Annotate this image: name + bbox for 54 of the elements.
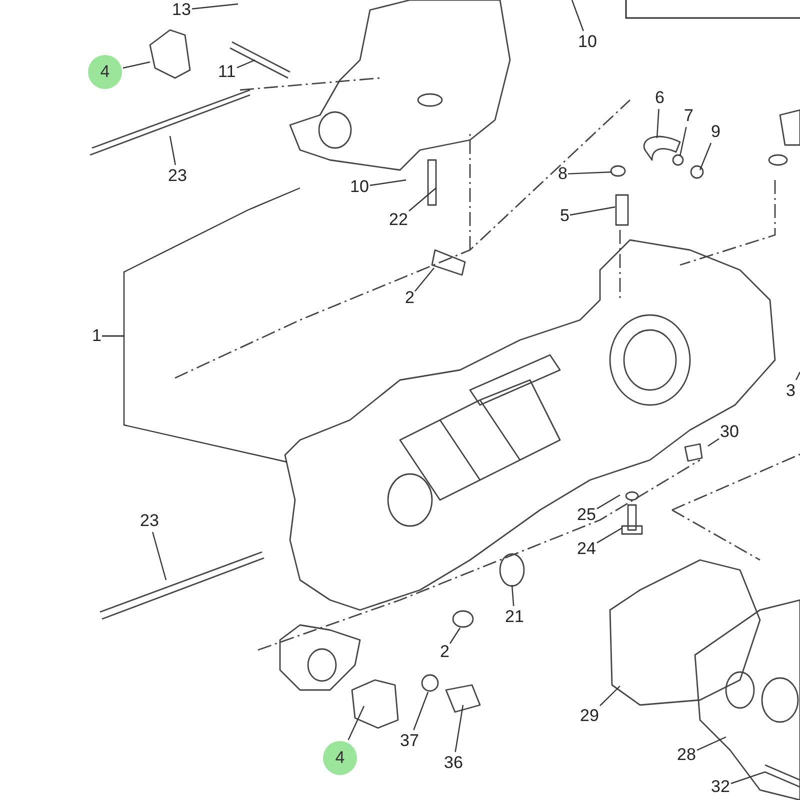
- leader-line: [408, 188, 436, 212]
- leader-line: [708, 438, 720, 446]
- leader-line: [679, 126, 687, 156]
- leader-line: [699, 142, 712, 170]
- callout-number: 6: [655, 88, 664, 108]
- leader-line: [568, 171, 612, 174]
- leader-line: [192, 3, 238, 10]
- leader-line: [370, 179, 406, 186]
- leader-line: [511, 584, 514, 606]
- callout-number: 23: [140, 511, 159, 531]
- leader-line: [656, 108, 660, 138]
- leader-line: [730, 771, 766, 784]
- leader-line: [152, 532, 167, 580]
- callout-number: 7: [684, 106, 694, 126]
- leader-line: [696, 736, 726, 751]
- leader-line: [236, 59, 256, 68]
- leader-line: [596, 494, 620, 510]
- callout-number: 4: [88, 55, 122, 89]
- leader-line: [571, 0, 584, 32]
- callout-number: 3: [786, 381, 796, 401]
- callout-number: 10: [578, 32, 597, 52]
- leader-line: [795, 372, 800, 380]
- leader-line: [413, 692, 429, 730]
- callout-number: 32: [711, 777, 730, 797]
- callout-number: 1: [92, 326, 102, 346]
- callout-number: 22: [389, 210, 408, 230]
- callout-number: 5: [560, 206, 570, 226]
- callout-number: 29: [580, 706, 599, 726]
- callout-number: 10: [350, 177, 369, 197]
- leader-line: [450, 628, 460, 644]
- leader-line: [122, 61, 150, 69]
- callout-number: 25: [577, 505, 596, 525]
- callout-number: 24: [577, 539, 596, 559]
- leader-line: [102, 335, 288, 463]
- leader-line: [596, 527, 622, 544]
- callout-number: 37: [400, 731, 419, 751]
- callout-number: 21: [505, 607, 524, 627]
- leader-line: [454, 704, 464, 752]
- leader-line: [348, 706, 365, 740]
- callout-number: 23: [168, 166, 187, 186]
- leader-line: [600, 686, 620, 706]
- callout-number: 30: [720, 422, 739, 442]
- callout-number: 4: [323, 741, 357, 775]
- callout-number: 28: [677, 745, 696, 765]
- callout-number: 2: [405, 288, 414, 308]
- callout-number: 2: [440, 642, 450, 662]
- callout-number: 9: [711, 122, 720, 142]
- leader-line: [414, 268, 434, 292]
- callout-number: 13: [172, 0, 191, 20]
- leader-line: [570, 206, 616, 216]
- leader-line: [169, 136, 176, 166]
- callout-number: 11: [218, 62, 236, 82]
- callout-number: 36: [444, 753, 463, 773]
- callout-number: 8: [558, 164, 568, 184]
